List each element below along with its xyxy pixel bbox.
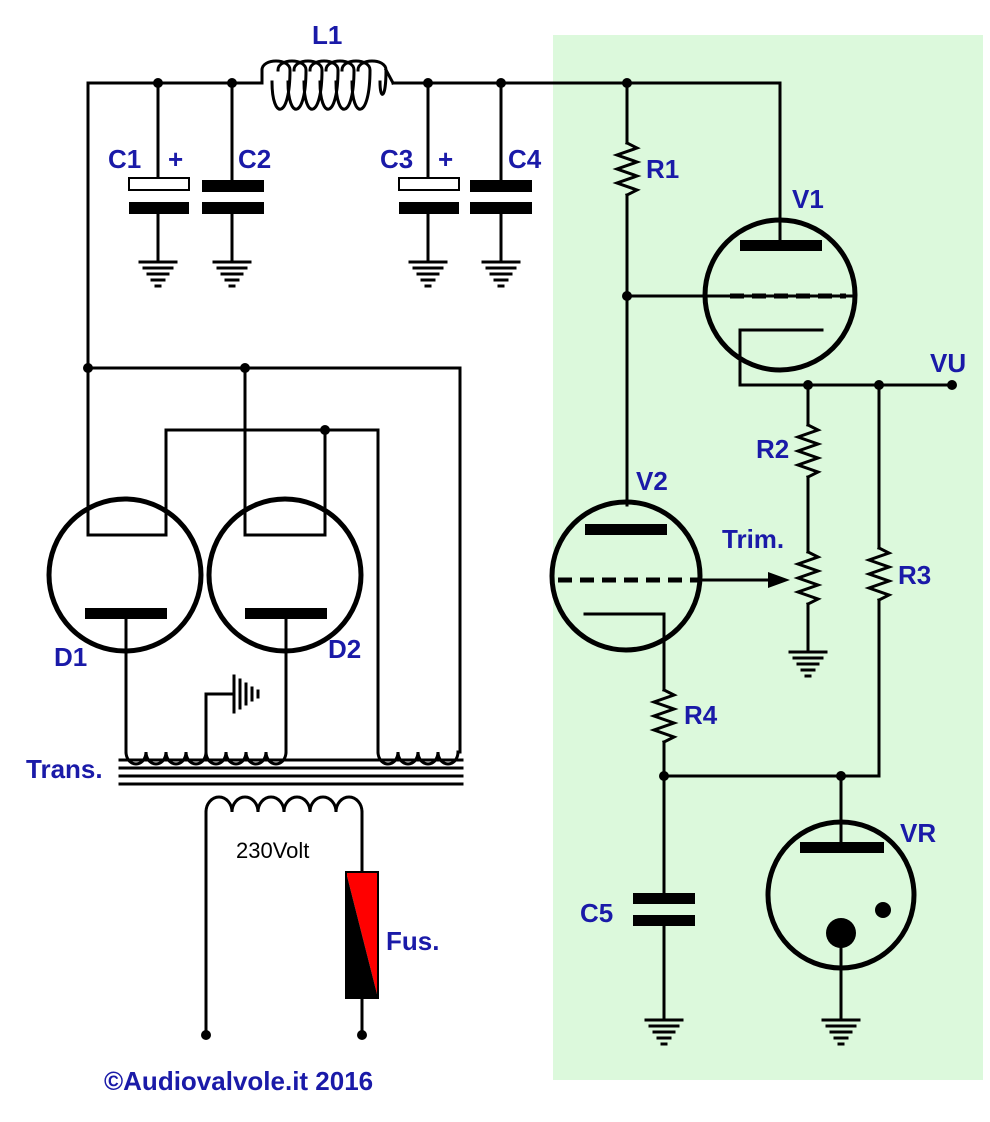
v2-label: V2	[636, 466, 668, 496]
v1-label: V1	[792, 184, 824, 214]
c3-label: C3	[380, 144, 413, 174]
transformer-secondary: Trans.	[26, 674, 464, 786]
d1-label: D1	[54, 642, 87, 672]
c5-ground	[644, 1018, 684, 1046]
tube-vr: VR	[765, 774, 936, 1022]
trim-label: Trim.	[722, 524, 784, 554]
vr-label: VR	[900, 818, 936, 848]
trimmer: Trim.	[722, 524, 823, 654]
trans-label: Trans.	[26, 754, 103, 784]
c1-label: C1	[108, 144, 141, 174]
inductor-l1: L1	[260, 20, 396, 111]
resistor-r4: R4	[649, 687, 718, 778]
tube-v1: V1	[625, 81, 858, 387]
r4-label: R4	[684, 700, 718, 730]
trimmer-ground	[788, 650, 828, 678]
fus-label: Fus.	[386, 926, 439, 956]
capacitor-c2: C2	[202, 81, 271, 264]
c4-label: C4	[508, 144, 542, 174]
resistor-r2: R2	[756, 383, 823, 554]
capacitor-c1: C1 +	[108, 81, 190, 264]
r2-label: R2	[756, 434, 789, 464]
c1-plus: +	[168, 144, 183, 174]
transformer-primary: 230Volt	[204, 795, 364, 1037]
l1-label: L1	[312, 20, 342, 50]
fuse: Fus.	[345, 871, 439, 1037]
regulator-region	[553, 35, 983, 1080]
capacitor-c4: C4	[470, 81, 542, 264]
rectifier-wiring	[83, 363, 462, 754]
output-rail: VU	[738, 348, 966, 390]
r3-label: R3	[898, 560, 931, 590]
copyright-text: ©Audiovalvole.it 2016	[104, 1066, 373, 1096]
vu-label: VU	[930, 348, 966, 378]
tube-v2: V2	[549, 466, 790, 692]
rectifier-d2: D2	[206, 496, 364, 732]
capacitor-c5: C5	[580, 774, 695, 1022]
rectifier-d1: D1	[46, 496, 204, 732]
r1-label: R1	[646, 154, 679, 184]
capacitor-c3: C3 +	[380, 81, 460, 264]
vr-ground	[821, 1018, 861, 1046]
resistor-r1: R1	[612, 81, 679, 507]
ground-symbols-top	[138, 260, 521, 288]
mains-label: 230Volt	[236, 838, 309, 863]
d2-label: D2	[328, 634, 361, 664]
c5-label: C5	[580, 898, 613, 928]
c3-plus: +	[438, 144, 453, 174]
resistor-r3: R3	[864, 383, 931, 778]
c2-label: C2	[238, 144, 271, 174]
